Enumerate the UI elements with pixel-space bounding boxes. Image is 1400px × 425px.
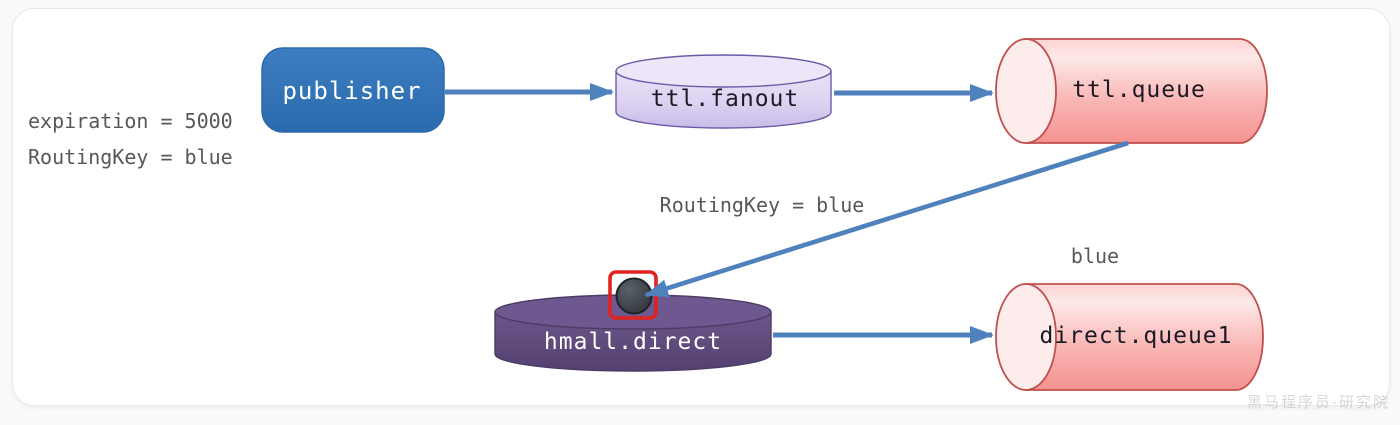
message-properties-annotation: expiration = 5000 RoutingKey = blue [28,103,233,175]
direct-exchange-label: hmall.direct [543,329,723,355]
binding-key-annotation: blue [1070,244,1120,268]
watermark: 黑马程序员-研究院 [1246,393,1390,411]
fanout-exchange-label: ttl.fanout [650,86,800,112]
publisher-node-label: publisher [282,77,422,105]
dead-letter-routing-key-annotation: RoutingKey = blue [659,193,865,217]
direct-queue1-shape [995,283,1264,391]
ttl-queue-label: ttl.queue [1072,77,1206,103]
ttl-queue-shape [995,38,1268,144]
routing-key-annotation: RoutingKey = blue [28,145,233,169]
fanout-exchange-shape [615,54,832,129]
direct-queue1-label: direct.queue1 [1039,323,1233,349]
publisher-node-shape [261,47,445,133]
expiration-annotation: expiration = 5000 [28,109,233,133]
binding-dot [615,277,653,315]
arrow-ttlqueue-to-direct-exchange [644,140,1129,298]
